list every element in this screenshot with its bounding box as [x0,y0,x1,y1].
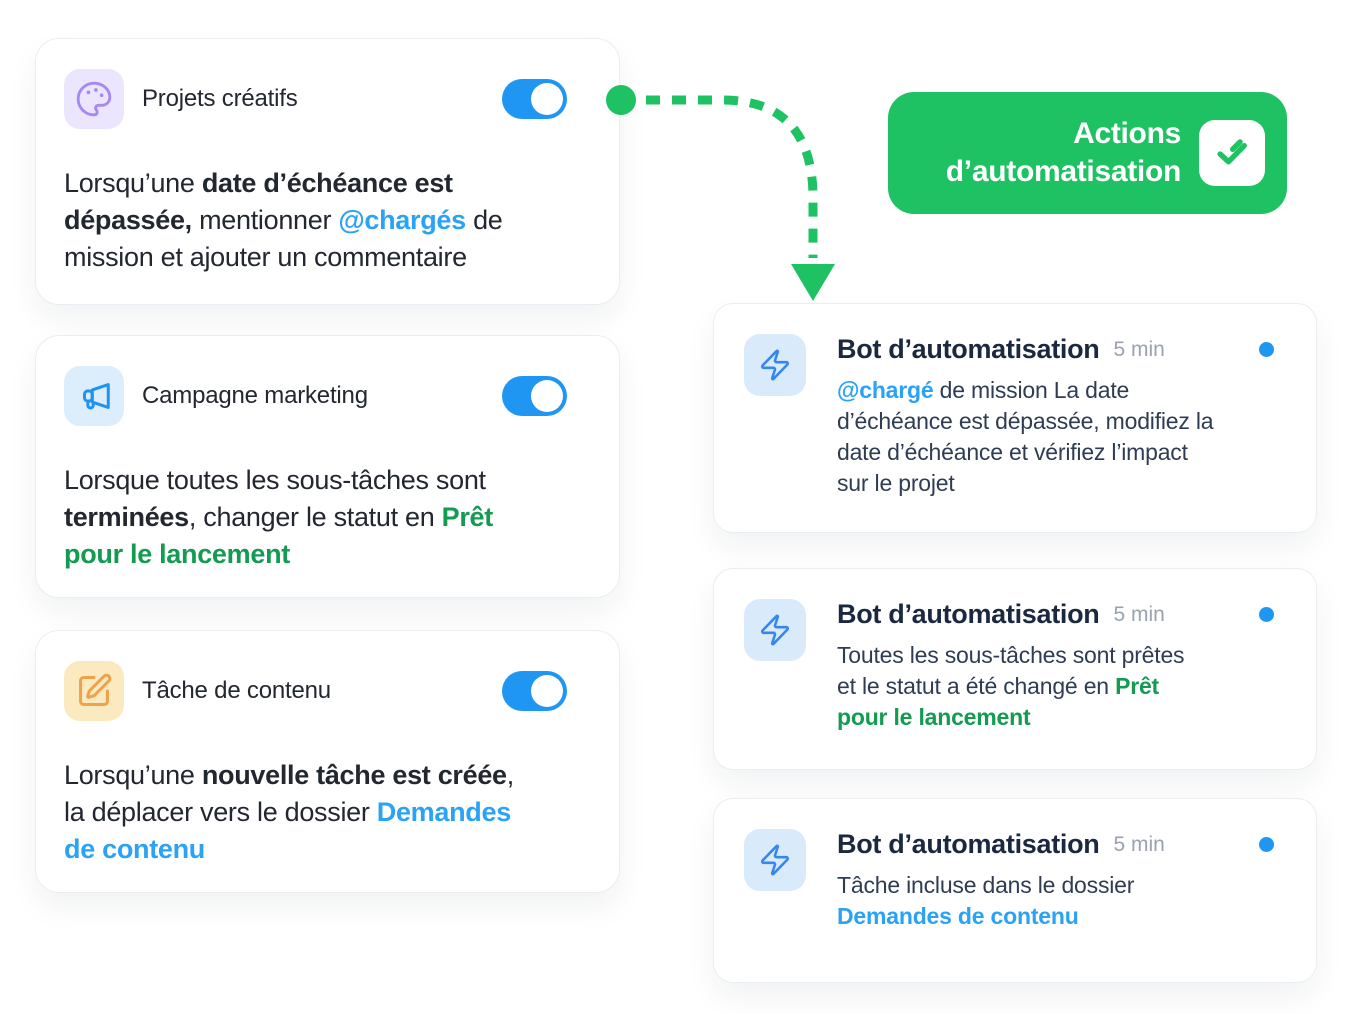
megaphone-icon [64,366,124,426]
notification-content: Bot d’automatisation 5 min Tâche incluse… [837,829,1286,932]
unread-dot [1259,837,1274,852]
bolt-icon [744,334,806,396]
notification-card[interactable]: Bot d’automatisation 5 min @chargé de mi… [713,303,1317,533]
badge-label-line2: d’automatisation [945,155,1182,188]
notification-time: 5 min [1113,602,1165,626]
notification-content: Bot d’automatisation 5 min Toutes les so… [837,599,1286,733]
trigger-header: Tâche de contenu [64,661,591,721]
notification-card[interactable]: Bot d’automatisation 5 min Toutes les so… [713,568,1317,770]
trigger-card-content-task: Tâche de contenu Lorsqu’une nouvelle tâc… [35,630,620,893]
palette-icon [64,69,124,129]
flow-arrow-head [791,264,835,301]
notification-header: Bot d’automatisation 5 min [837,334,1286,365]
notification-title: Bot d’automatisation [837,334,1100,364]
check-icon [1199,120,1265,186]
trigger-title: Tâche de contenu [142,677,331,704]
notification-time: 5 min [1113,832,1165,856]
toggle-knob [531,675,563,707]
notification-title: Bot d’automatisation [837,829,1100,859]
automation-actions-badge: Actions d’automatisation [888,92,1287,214]
trigger-toggle[interactable] [502,79,567,119]
badge-label: Actions d’automatisation [945,115,1182,191]
notification-card[interactable]: Bot d’automatisation 5 min Tâche incluse… [713,798,1317,983]
badge-label-line1: Actions [1073,117,1181,150]
notification-header: Bot d’automatisation 5 min [837,599,1286,630]
trigger-header: Campagne marketing [64,366,591,426]
unread-dot [1259,342,1274,357]
toggle-knob [531,380,563,412]
trigger-toggle[interactable] [502,671,567,711]
toggle-knob [531,83,563,115]
trigger-toggle[interactable] [502,376,567,416]
bolt-icon [744,829,806,891]
trigger-title: Campagne marketing [142,382,368,409]
trigger-card-creative-projects: Projets créatifs Lorsqu’une date d’échéa… [35,38,620,305]
trigger-card-marketing-campaign: Campagne marketing Lorsque toutes les so… [35,335,620,598]
notification-header: Bot d’automatisation 5 min [837,829,1286,860]
notification-title: Bot d’automatisation [837,599,1100,629]
notification-time: 5 min [1113,337,1165,361]
trigger-header: Projets créatifs [64,69,591,129]
trigger-title: Projets créatifs [142,85,298,112]
bolt-icon [744,599,806,661]
notification-content: Bot d’automatisation 5 min @chargé de mi… [837,334,1286,499]
compose-icon [64,661,124,721]
unread-dot [1259,607,1274,622]
trigger-description: Lorsqu’une nouvelle tâche est créée,la d… [64,760,514,864]
